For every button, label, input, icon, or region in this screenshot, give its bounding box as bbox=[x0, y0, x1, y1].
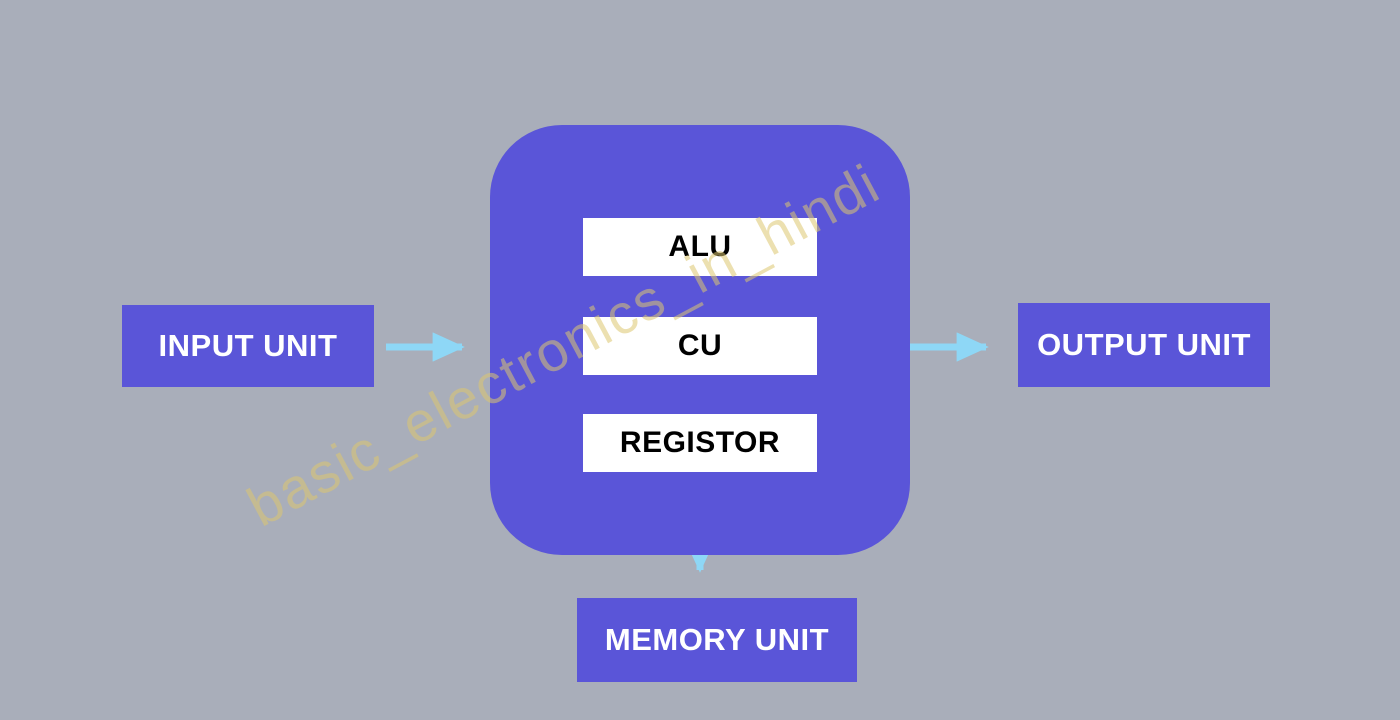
registor-box: REGISTOR bbox=[583, 414, 817, 472]
input-unit-box: INPUT UNIT bbox=[122, 305, 374, 387]
memory-unit-box: MEMORY UNIT bbox=[577, 598, 857, 682]
output-unit-box: OUTPUT UNIT bbox=[1018, 303, 1270, 387]
cu-box: CU bbox=[583, 317, 817, 375]
cpu-block: ALU CU REGISTOR bbox=[490, 125, 910, 555]
alu-box: ALU bbox=[583, 218, 817, 276]
